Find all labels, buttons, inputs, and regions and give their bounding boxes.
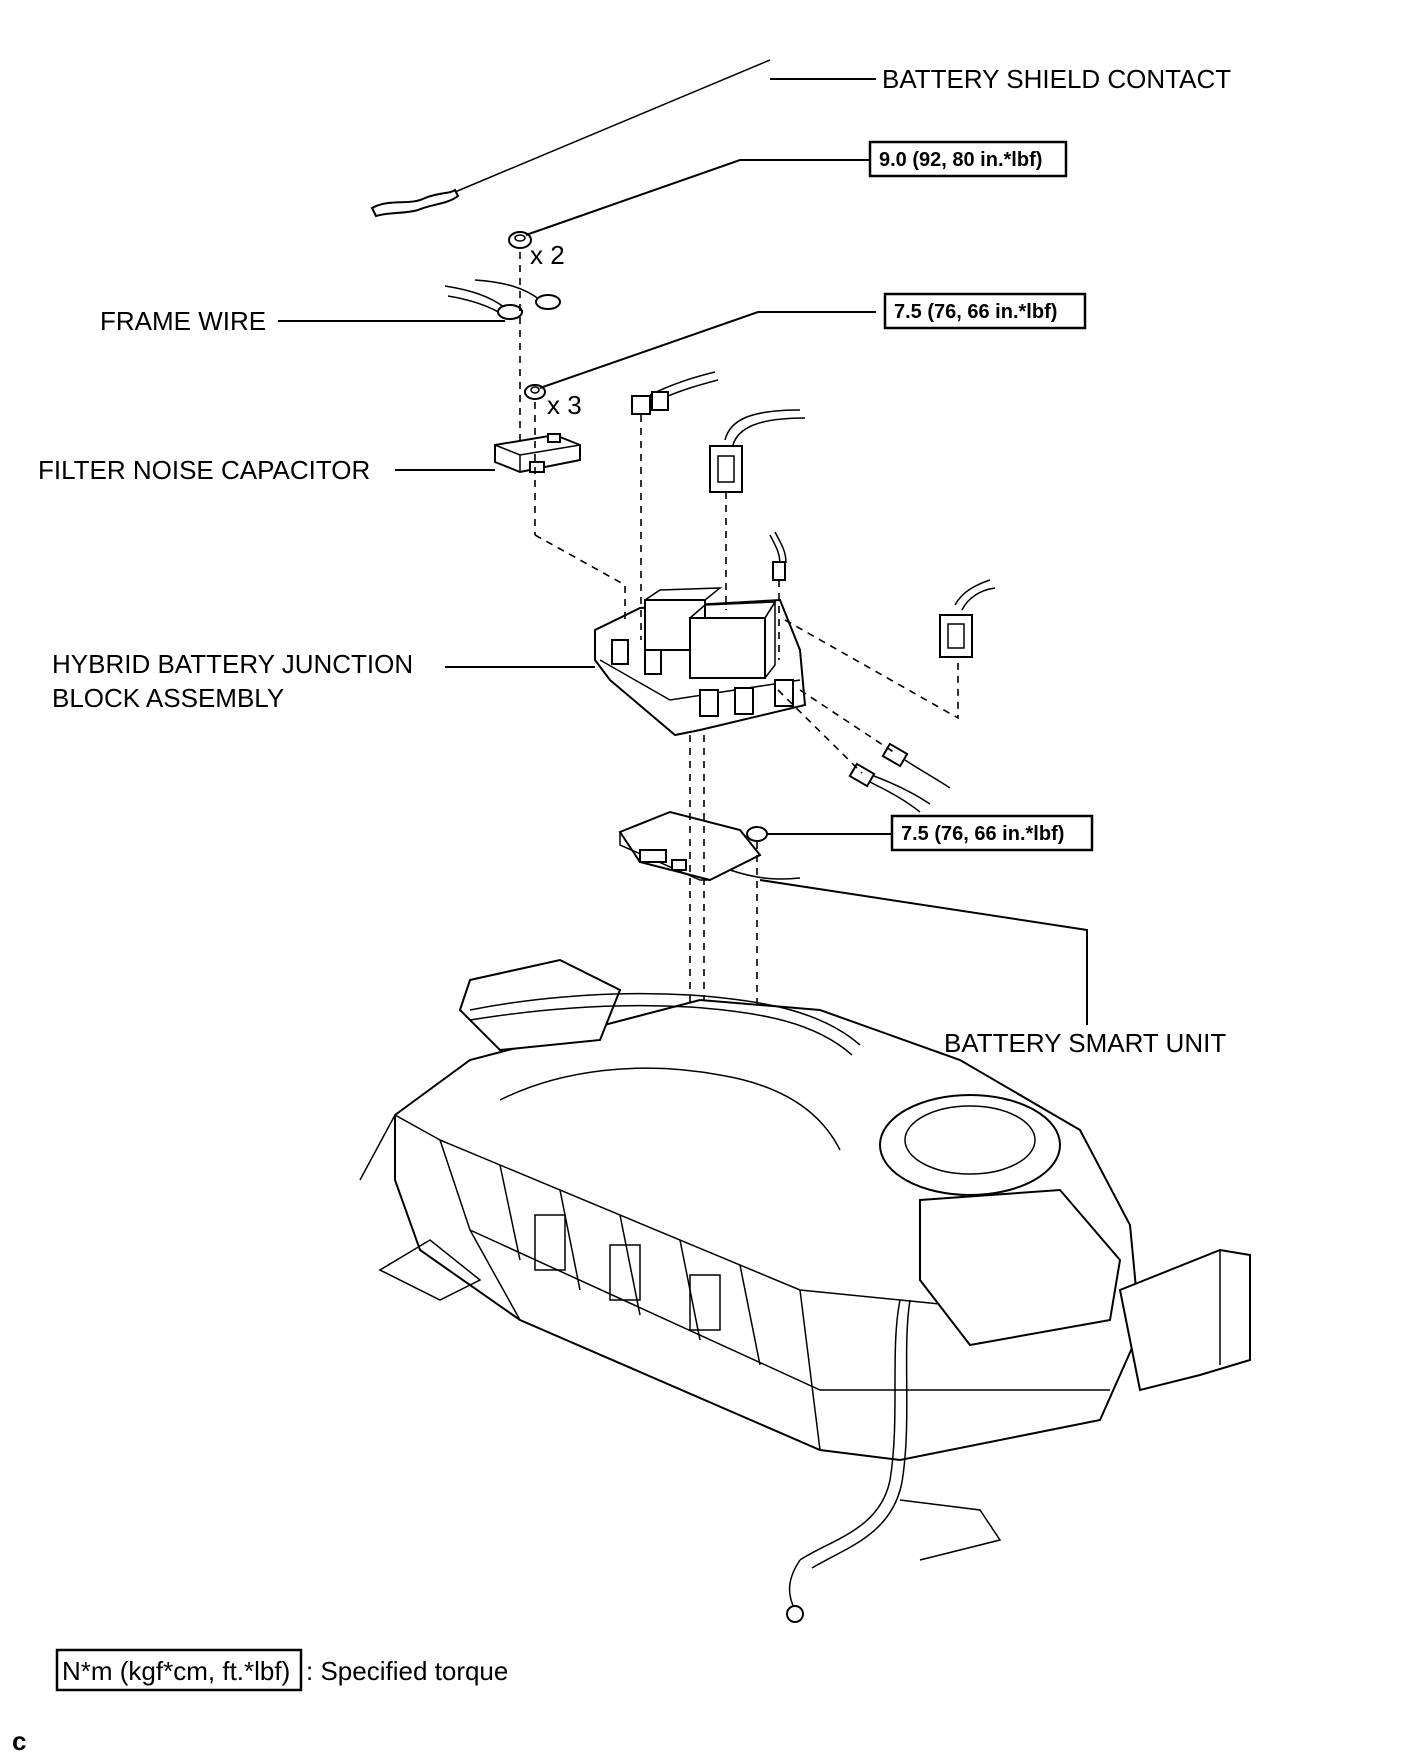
- torque-value-lower: 7.5 (76, 66 in.*lbf): [901, 823, 1064, 845]
- torque-legend: N*m (kgf*cm, ft.*lbf) : Specified torque: [55, 1648, 508, 1692]
- label-battery-smart-unit: BATTERY SMART UNIT: [944, 1028, 1226, 1058]
- battery-smart-unit-part: [618, 810, 801, 882]
- junction-block-part: [594, 587, 807, 737]
- label-battery-shield-contact: BATTERY SHIELD CONTACT: [882, 64, 1231, 94]
- connector-right: [939, 579, 996, 658]
- connector-small-upper: [631, 371, 719, 415]
- label-quantity-x2: x 2: [530, 240, 565, 270]
- battery-shield-contact-part: [370, 59, 771, 218]
- assembly-guide-lines: [519, 252, 959, 1200]
- connector-thin-upper: [769, 531, 787, 581]
- connector-lower-pair: [848, 742, 951, 813]
- label-junction-block-line1: HYBRID BATTERY JUNCTION: [52, 649, 413, 679]
- label-frame-wire: FRAME WIRE: [100, 306, 266, 336]
- frame-wire-part: [444, 279, 561, 320]
- connector-large-upper: [709, 409, 806, 493]
- torque-box-middle: 7.5 (76, 66 in.*lbf): [883, 292, 1087, 330]
- leader-lines: [278, 78, 1088, 1025]
- nut-x2: [508, 231, 532, 249]
- legend-unit-box: N*m (kgf*cm, ft.*lbf): [62, 1656, 290, 1686]
- filter-noise-capacitor-part: [494, 433, 581, 474]
- label-junction-block-line2: BLOCK ASSEMBLY: [52, 683, 284, 713]
- torque-box-top: 9.0 (92, 80 in.*lbf): [868, 140, 1068, 178]
- label-quantity-x3: x 3: [547, 390, 582, 420]
- nut-x3: [524, 384, 546, 400]
- legend-description: : Specified torque: [306, 1656, 508, 1686]
- torque-value-middle: 7.5 (76, 66 in.*lbf): [894, 301, 1057, 323]
- corner-mark: c: [12, 1726, 26, 1756]
- torque-box-lower: 7.5 (76, 66 in.*lbf): [890, 814, 1094, 852]
- hybrid-battery-pack: [359, 958, 1251, 1623]
- torque-value-top: 9.0 (92, 80 in.*lbf): [879, 149, 1042, 171]
- label-filter-noise-capacitor: FILTER NOISE CAPACITOR: [38, 455, 370, 485]
